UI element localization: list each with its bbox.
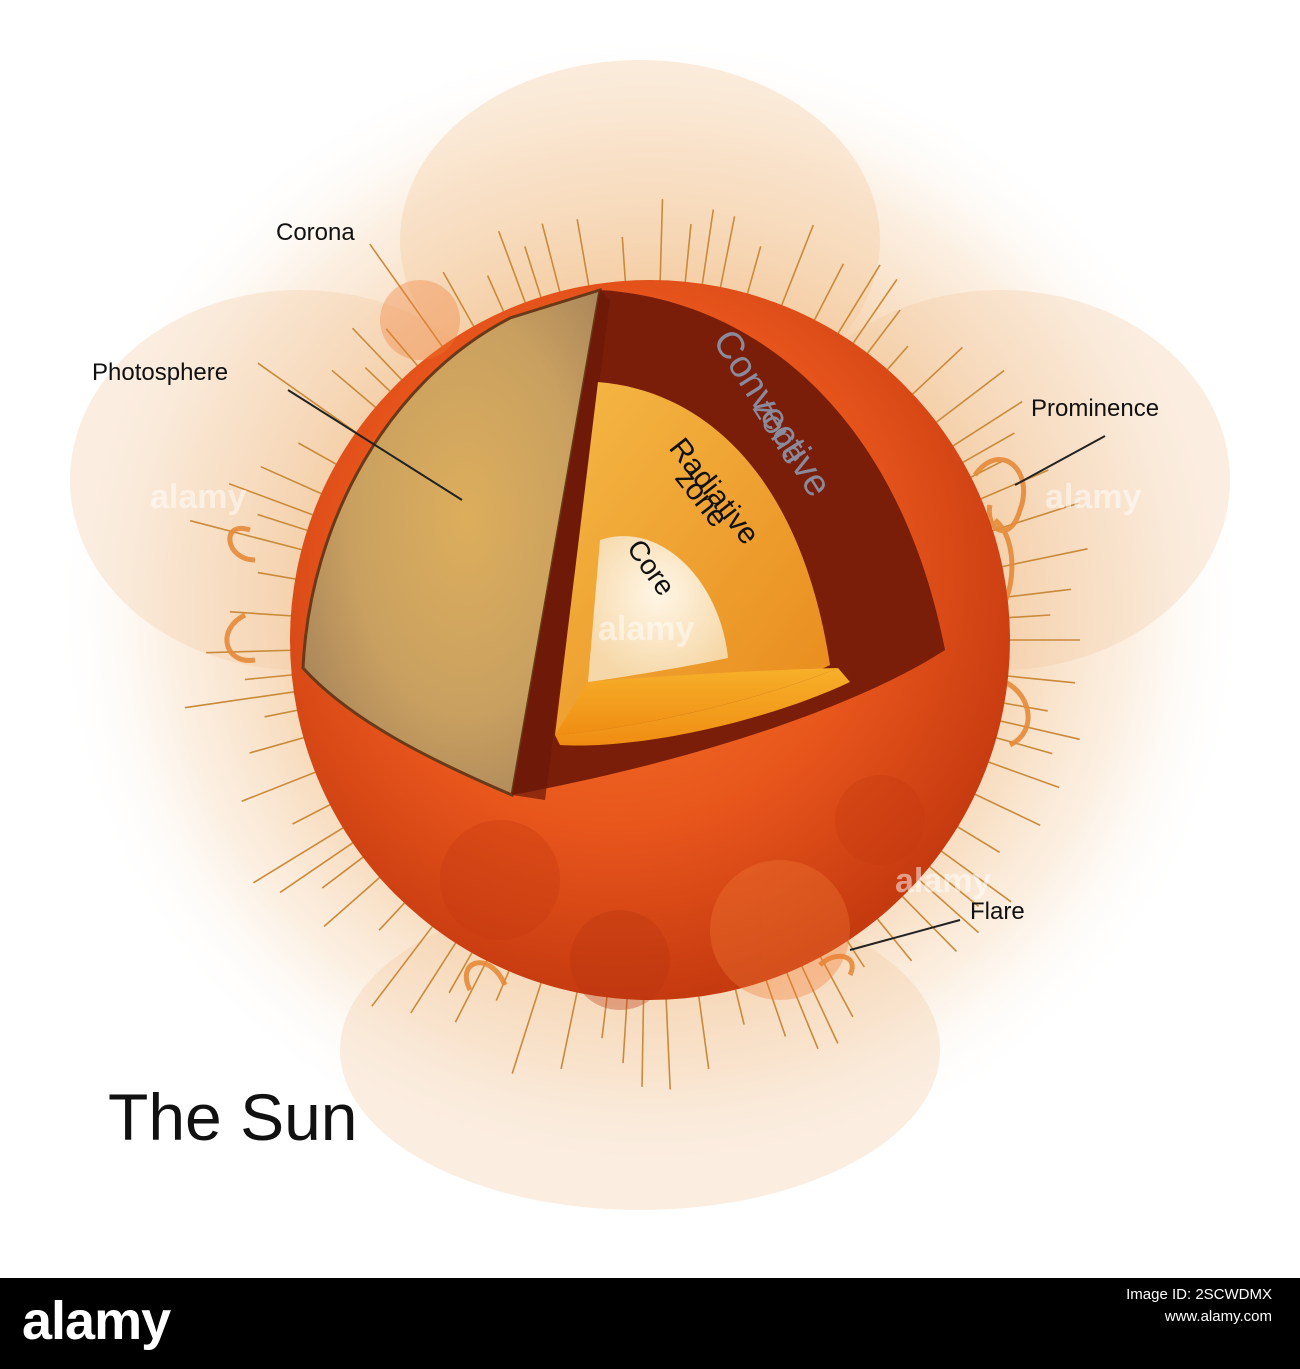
footer-image-id-line2: www.alamy.com — [1164, 1308, 1272, 1325]
corona-ray — [622, 989, 629, 1064]
leader-lines — [287, 389, 1106, 951]
corona-ray — [442, 271, 480, 336]
corona-ray — [860, 309, 901, 362]
watermark-right: alamy — [1045, 478, 1141, 516]
corona-ray — [965, 789, 1041, 827]
core — [588, 536, 728, 682]
corona-ray — [371, 918, 439, 1007]
label-flare: Flare — [970, 898, 1025, 925]
corona-ray — [847, 278, 898, 352]
corona-ray — [524, 246, 545, 307]
label-prominence: Prominence — [1031, 395, 1159, 422]
photosphere-leader — [287, 389, 463, 501]
sun-cutaway-diagram: Corona Photosphere Prominence Flare Conv… — [50, 30, 1250, 1210]
corona-ray — [910, 872, 980, 934]
corona-ray — [249, 734, 314, 754]
corona-ray — [659, 199, 664, 291]
corona-ray — [184, 689, 304, 709]
watermark-lower: alamy — [895, 862, 991, 900]
corona-ray — [928, 369, 1005, 429]
corona-ray — [252, 822, 352, 884]
photosphere-section — [301, 287, 602, 798]
corona-ray — [809, 263, 845, 330]
corona-ray — [189, 519, 312, 553]
corona-ray — [717, 216, 736, 297]
corona-ray — [796, 956, 839, 1044]
corona-ray — [782, 963, 819, 1050]
corona-ray — [990, 718, 1080, 741]
corona-ray — [664, 989, 671, 1090]
corona-ray — [257, 362, 365, 439]
footer-image-id: Image ID: 2SCWDMX www.alamy.com — [1042, 1286, 1272, 1326]
corona-ray — [279, 836, 362, 894]
corona-ray — [260, 465, 331, 499]
corona-ray — [576, 219, 592, 296]
corona-ray — [954, 432, 1015, 468]
radiative-zone-floor — [555, 668, 838, 735]
corona-ray — [992, 548, 1088, 570]
corona-ray — [986, 734, 1053, 755]
corona-ray — [777, 224, 815, 315]
corona-ray — [904, 346, 963, 402]
corona-ray — [921, 859, 980, 908]
corona-ray — [206, 649, 301, 654]
corona-ray — [932, 844, 1012, 903]
corona-ray — [641, 989, 645, 1087]
footer-logo: alamy — [22, 1291, 171, 1351]
corona-ray — [229, 611, 301, 618]
flare-leader — [849, 919, 961, 951]
corona-ray — [321, 850, 372, 889]
corona-ray — [369, 243, 449, 355]
corona-ray — [832, 264, 881, 343]
corona-ray — [228, 482, 323, 519]
stock-footer-bar: alamy Image ID: 2SCWDMX www.alamy.com — [0, 1278, 1300, 1369]
corona-ray — [815, 947, 854, 1018]
corona-ray — [700, 209, 715, 294]
corona-ray — [998, 674, 1075, 684]
corona-ray — [410, 934, 462, 1014]
corona-ray — [762, 970, 787, 1037]
watermark-left: alamy — [150, 478, 246, 516]
corona-ray — [971, 469, 1049, 504]
label-corona: Corona — [276, 219, 355, 246]
corona-ray — [683, 223, 692, 292]
corona-ray — [497, 230, 530, 312]
footer-image-id-line1: Image ID: 2SCWDMX — [1126, 1286, 1272, 1303]
corona-ray — [696, 986, 710, 1070]
corona-ray — [241, 767, 325, 803]
diagram-title: The Sun — [108, 1080, 358, 1154]
corona-ray — [560, 982, 580, 1070]
corona-ray — [997, 588, 1072, 599]
surface-texture — [380, 280, 925, 1010]
corona-ray — [541, 223, 563, 302]
corona-ray — [257, 513, 317, 535]
label-photosphere: Photosphere — [92, 359, 228, 386]
corona-ray — [323, 870, 388, 928]
corona-ray — [351, 327, 409, 388]
corona-ray — [944, 400, 1023, 452]
corona-ray — [894, 888, 958, 952]
prominence-leader — [1014, 435, 1106, 486]
corona-ray — [979, 757, 1060, 789]
corona-ray — [331, 369, 384, 415]
corona-ray — [511, 973, 545, 1074]
corona-ray — [870, 910, 913, 962]
corona-rays — [184, 199, 1088, 1090]
watermark-center: alamy — [598, 610, 694, 648]
